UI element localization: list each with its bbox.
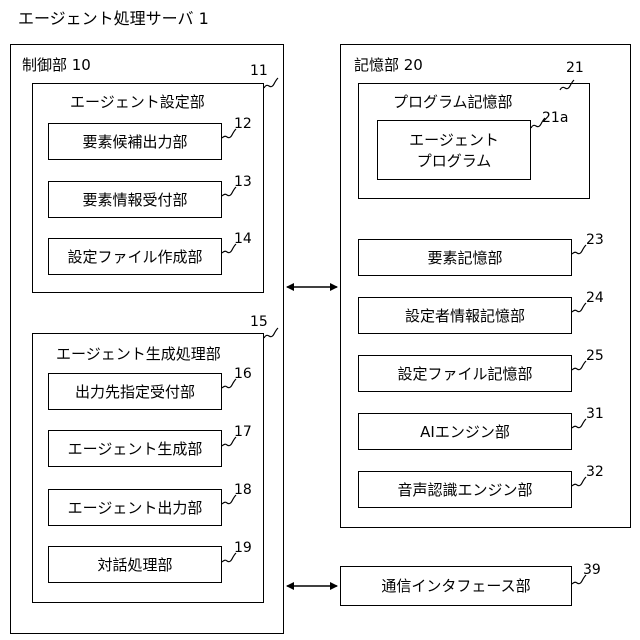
leader-11 bbox=[264, 78, 278, 88]
leader-19 bbox=[222, 553, 236, 562]
leader-21 bbox=[560, 80, 574, 90]
leader-39 bbox=[572, 575, 586, 584]
leader-13 bbox=[222, 187, 236, 196]
leader-18 bbox=[222, 495, 236, 504]
leader-24 bbox=[572, 303, 586, 312]
leader-23 bbox=[572, 245, 586, 254]
leader-12 bbox=[222, 129, 236, 138]
leader-21a bbox=[531, 118, 545, 128]
leader-16 bbox=[222, 379, 236, 388]
leader-31 bbox=[572, 419, 586, 428]
leader-25 bbox=[572, 361, 586, 370]
leader-32 bbox=[572, 477, 586, 486]
leader-15 bbox=[264, 328, 278, 338]
leader-14 bbox=[222, 244, 236, 253]
leader-17 bbox=[222, 437, 236, 446]
